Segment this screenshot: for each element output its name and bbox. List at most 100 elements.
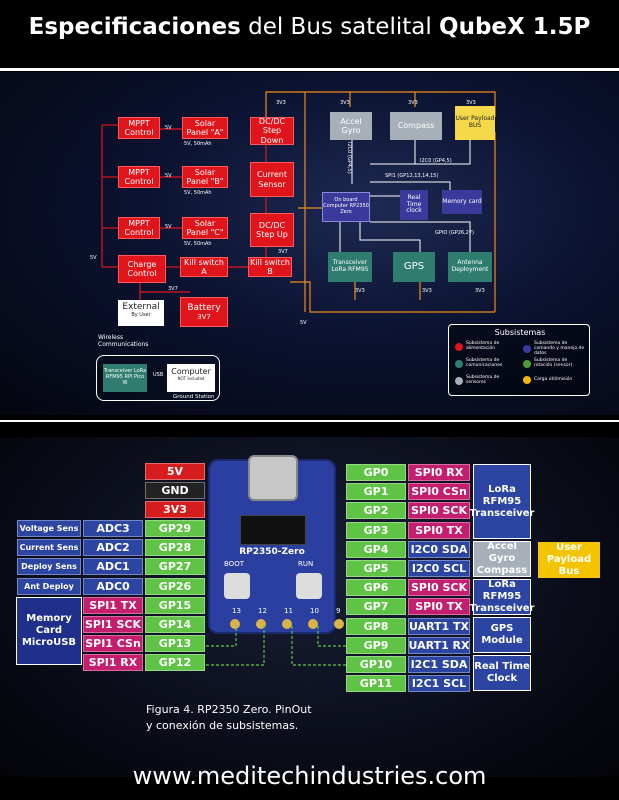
castellated-pad bbox=[308, 619, 318, 629]
line-i2c-payload bbox=[370, 134, 471, 165]
label-5v-bottom: 5V bbox=[300, 320, 307, 326]
title-part-2: del Bus satelital bbox=[248, 14, 432, 40]
battery: Battery 3V7 bbox=[180, 297, 228, 327]
block-diagram: MPPT Control MPPT Control MPPT Control S… bbox=[0, 72, 619, 415]
label-3v3-antenna: 3V3 bbox=[475, 288, 485, 294]
left-gp-pin: GP28 bbox=[145, 539, 205, 557]
ground-computer-sub: NOT Included bbox=[177, 376, 205, 381]
label-5v-left: 5V bbox=[90, 255, 97, 261]
external-source: External By User bbox=[118, 300, 164, 326]
lora-tag-2: LoRa RFM95 Transceiver bbox=[469, 579, 535, 615]
connection-lines bbox=[101, 91, 496, 313]
right-fn-pin: I2C1 SCL bbox=[408, 675, 470, 693]
label-3v3-gps: 3V3 bbox=[422, 288, 432, 294]
memory-card-tag: Memory Card MicroUSB bbox=[16, 597, 82, 665]
pad-number: 10 bbox=[310, 607, 319, 615]
accel-gyro: Accel Gyro bbox=[330, 112, 372, 140]
charge-control: Charge Control bbox=[118, 255, 166, 283]
page-title: Especificaciones del Bus satelital QubeX… bbox=[0, 14, 619, 40]
left-gp-pin: GP26 bbox=[145, 577, 205, 595]
user-payload: User Payload BUS bbox=[455, 106, 495, 140]
board-name: RP2350-Zero bbox=[239, 547, 305, 557]
right-fn-pin: I2C0 SDA bbox=[408, 540, 470, 558]
kill-switch-a: Kill switch A bbox=[180, 257, 228, 277]
label-gpio: GPIO (GP26,27) bbox=[435, 230, 474, 236]
right-gp-pin: GP6 bbox=[346, 579, 406, 597]
label-3v3-b: 3V3 bbox=[340, 100, 350, 106]
legend-title: Subsistemas bbox=[494, 328, 546, 337]
solar-panel-a: Solar Panel "A" bbox=[182, 117, 228, 139]
left-fn-pin: ADC2 bbox=[83, 539, 143, 557]
right-gp-pin: GP5 bbox=[346, 560, 406, 577]
left-subsystem-tag: Deploy Sens bbox=[17, 558, 81, 576]
boot-label: BOOT bbox=[224, 560, 244, 568]
external-sub: By User bbox=[131, 311, 151, 318]
link-gp10 bbox=[291, 625, 346, 666]
right-fn-pin: SPI0 SCK bbox=[408, 502, 470, 520]
right-gp-pin: GP8 bbox=[346, 617, 406, 635]
legend-dot bbox=[523, 345, 531, 354]
right-fn-pin: UART1 TX bbox=[408, 617, 470, 635]
mppt-c: MPPT Control bbox=[118, 217, 160, 239]
antenna-deployment: Antenna Deployment bbox=[448, 252, 492, 282]
gps-tag: GPS Module bbox=[473, 617, 531, 653]
figure-caption: Figura 4. RP2350 Zero. PinOut y conexión… bbox=[146, 703, 312, 732]
label-3v7-battery: 3V7 bbox=[168, 286, 178, 292]
label-5v-a: 5V bbox=[165, 125, 172, 131]
label-i2c-right: I2C0 (GP4,5) bbox=[420, 158, 452, 164]
separator-top bbox=[0, 68, 619, 71]
title-part-1: Especificaciones bbox=[28, 14, 241, 40]
legend-text: Subsistema de comunicaciones bbox=[466, 358, 503, 368]
boot-button[interactable] bbox=[224, 573, 250, 599]
left-subsystem-tag: Ant Deploy bbox=[17, 577, 81, 595]
left-fn-pin: ADC3 bbox=[83, 520, 143, 537]
external-label: External bbox=[122, 302, 160, 312]
legend-text: Subsistema de sensores bbox=[466, 375, 500, 385]
battery-label: Battery bbox=[187, 302, 221, 313]
left-subsystem-tag: Voltage Sens bbox=[17, 520, 81, 537]
pad-number: 13 bbox=[232, 607, 241, 615]
legend-item: Subsistema de alimentación bbox=[455, 341, 519, 352]
payload-tag: User Payload Bus bbox=[538, 542, 600, 578]
dcdc-step-down: DC/DC Step Down bbox=[250, 117, 294, 145]
label-3v3-d: 3V3 bbox=[466, 100, 476, 106]
legend-dot bbox=[455, 376, 463, 385]
rtc-tag: Real Time Clock bbox=[473, 655, 531, 691]
run-label: RUN bbox=[298, 560, 314, 568]
right-gp-pin: GP3 bbox=[346, 521, 406, 539]
gps: GPS bbox=[393, 252, 435, 282]
right-gp-pin: GP10 bbox=[346, 656, 406, 673]
accel-tag: Accel Gyro Compass bbox=[473, 541, 531, 577]
pin-connection-lines bbox=[196, 625, 346, 666]
label-3v3-lora: 3V3 bbox=[355, 288, 365, 294]
pad-number: 12 bbox=[258, 607, 267, 615]
legend-dot bbox=[523, 376, 531, 384]
compass: Compass bbox=[390, 112, 442, 140]
legend-dot bbox=[455, 359, 463, 368]
line-5v-bottom bbox=[290, 281, 495, 313]
lora-transceiver: Transceiver LoRa RFM95 bbox=[328, 252, 372, 282]
left-gp-pin: GP14 bbox=[145, 616, 205, 633]
pad-number: 9 bbox=[336, 607, 341, 615]
right-fn-pin: SPI0 TX bbox=[408, 598, 470, 616]
label-spi1: SPI1 (GP12,13,14,15) bbox=[385, 173, 439, 179]
line-uart-gps bbox=[359, 222, 421, 252]
left-fn-pin: SPI1 RX bbox=[83, 654, 143, 672]
title-part-3: QubeX 1.5P bbox=[439, 14, 591, 40]
left-fn-pin: SPI1 TX bbox=[83, 596, 143, 614]
label-3v3-c: 3V3 bbox=[408, 100, 418, 106]
legend-item: Subsistema de comunicaciones bbox=[455, 358, 519, 369]
link-gp13 bbox=[196, 625, 237, 647]
left-gp-pin: GP15 bbox=[145, 596, 205, 614]
run-button[interactable] bbox=[296, 573, 322, 599]
right-fn-pin: I2C1 SDA bbox=[408, 656, 470, 673]
left-subsystem-tag: Current Sens bbox=[17, 539, 81, 557]
ground-computer: Computer NOT Included bbox=[167, 364, 215, 392]
ground-computer-label: Computer bbox=[171, 367, 211, 376]
memory-card: Memory card bbox=[442, 190, 482, 214]
line-3v3-top bbox=[265, 91, 496, 117]
castellated-pad bbox=[334, 619, 344, 629]
panel-c-spec: 5V, 50mAh bbox=[184, 241, 212, 247]
mppt-b: MPPT Control bbox=[118, 166, 160, 188]
legend-text: Subsistema de rotación (sensor) bbox=[534, 358, 573, 368]
